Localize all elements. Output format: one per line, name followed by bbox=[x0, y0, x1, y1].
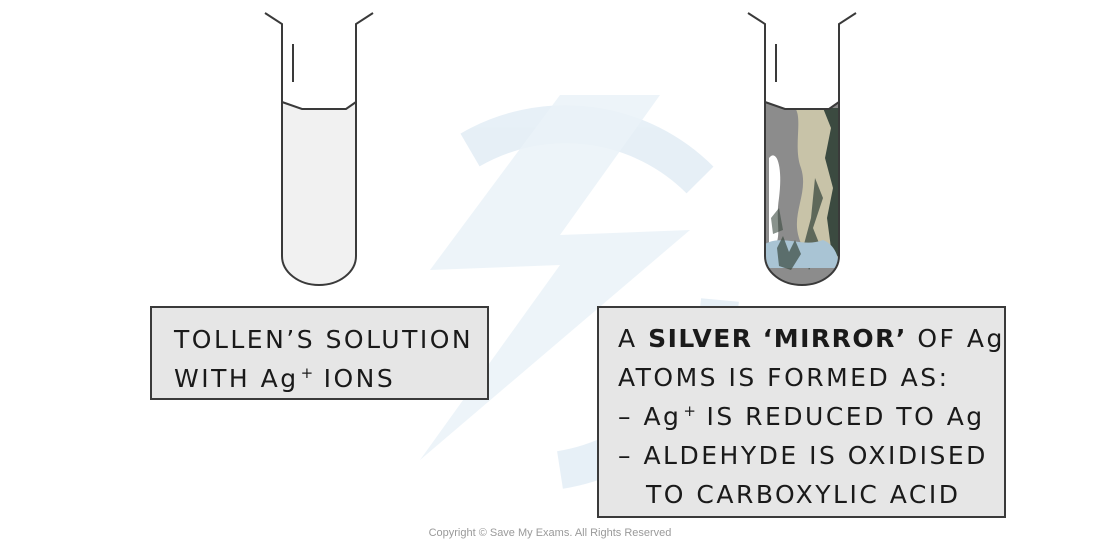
mirror-label-line3-start: – Ag bbox=[618, 402, 682, 431]
copyright-notice: Copyright © Save My Exams. All Rights Re… bbox=[428, 527, 672, 539]
tollens-label-line2: WITH Ag+ IONS bbox=[174, 359, 487, 398]
tollens-label-line2-text: WITH Ag bbox=[174, 364, 299, 393]
mirror-label-line1-end: OF Ag bbox=[906, 324, 1005, 353]
silver-mirror-label: A SILVER ‘MIRROR’ OF Ag ATOMS IS FORMED … bbox=[597, 306, 1006, 518]
test-tube-icon bbox=[264, 12, 374, 286]
ion-charge: + bbox=[300, 364, 314, 382]
ion-charge: + bbox=[683, 402, 696, 420]
mirror-label-line5: TO CARBOXYLIC ACID bbox=[646, 480, 961, 509]
mirror-label-line3: – Ag+ IS REDUCED TO Ag bbox=[618, 397, 1004, 436]
mirror-label-line3-end: IS REDUCED TO Ag bbox=[696, 402, 985, 431]
tollens-label: TOLLEN’S SOLUTION WITH Ag+ IONS bbox=[150, 306, 489, 400]
tollens-label-line1: TOLLEN’S SOLUTION bbox=[174, 325, 474, 354]
silvered-test-tube-icon bbox=[747, 12, 857, 286]
silver-mirror-term: SILVER ‘MIRROR’ bbox=[648, 324, 907, 353]
mirror-label-line2: ATOMS IS FORMED AS: bbox=[618, 363, 950, 392]
mirror-label-line1: A SILVER ‘MIRROR’ OF Ag bbox=[618, 319, 1004, 358]
tollens-label-line2-end: IONS bbox=[313, 364, 396, 393]
mirror-label-line4: – ALDEHYDE IS OXIDISED bbox=[618, 441, 988, 470]
mirror-label-line1-start: A bbox=[618, 324, 649, 353]
